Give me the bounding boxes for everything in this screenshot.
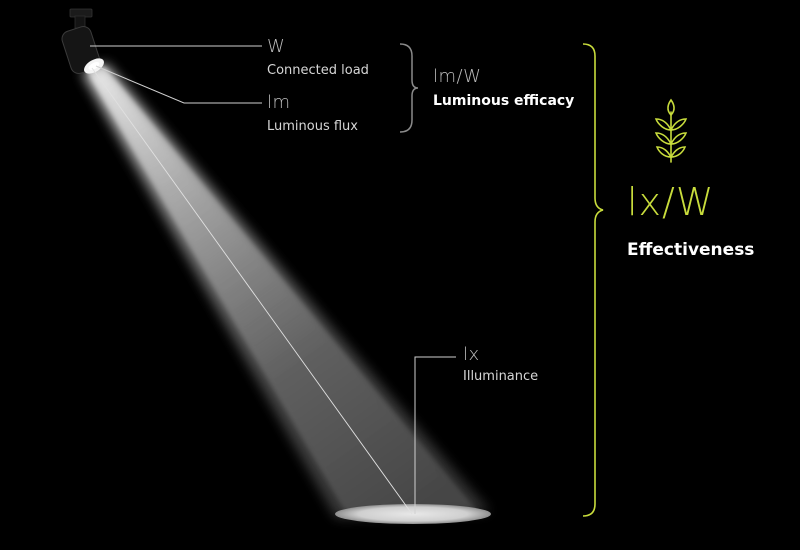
effectiveness-symbol: lx/W [627, 180, 715, 224]
illuminated-floor-pool [335, 504, 491, 524]
leaf-sprig-icon [654, 98, 688, 163]
luminous-efficacy-label: Luminous efficacy [433, 93, 575, 109]
connected-load-label: Connected load [267, 63, 369, 78]
efficacy-bracket [399, 43, 419, 133]
luminous-flux-label: Luminous flux [267, 119, 358, 134]
lumen-symbol: lm [267, 92, 291, 113]
effectiveness-bracket [582, 43, 604, 517]
lux-leader-line [414, 356, 456, 514]
beam-axis-line [91, 67, 413, 515]
illuminance-label: Illuminance [463, 369, 539, 384]
effectiveness-label: Effectiveness [627, 240, 755, 260]
spotlight-fixture-icon [61, 8, 104, 74]
light-beam [82, 64, 490, 518]
annotation-leaders [90, 45, 456, 515]
lumen-leader-line [95, 65, 262, 104]
lux-symbol: lx [463, 344, 480, 365]
watt-symbol: W [267, 36, 286, 57]
efficacy-symbol: lm/W [433, 66, 482, 87]
